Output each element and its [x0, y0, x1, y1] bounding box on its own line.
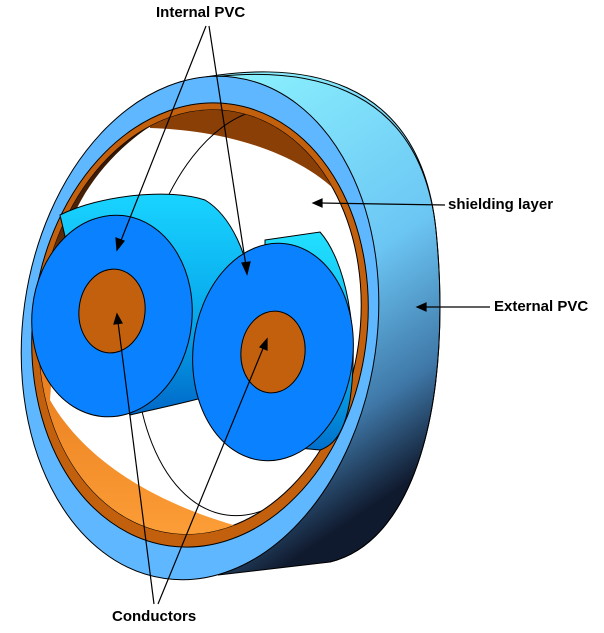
- conductor-left: [78, 268, 146, 354]
- arrowhead-shielding: [311, 198, 323, 208]
- arrowhead-conductor-left: [113, 312, 123, 325]
- arrowhead-external: [415, 302, 427, 312]
- leader-shielding: [319, 202, 446, 206]
- leader-conductor-left: [117, 321, 155, 605]
- label-external-pvc: External PVC: [494, 298, 589, 315]
- conductor-right: [240, 310, 306, 394]
- leader-internal-right: [208, 25, 247, 267]
- label-shielding-layer: shielding layer: [448, 196, 554, 213]
- external-pvc-back-rim: [179, 74, 441, 563]
- leader-internal-left: [119, 25, 207, 244]
- label-internal-pvc: Internal PVC: [156, 4, 246, 21]
- arrowhead-conductor-right: [259, 337, 268, 351]
- leader-conductor-right: [157, 345, 265, 605]
- label-conductors: Conductors: [112, 608, 197, 625]
- arrowhead-internal-left: [115, 237, 125, 252]
- arrowhead-internal-right: [241, 261, 251, 276]
